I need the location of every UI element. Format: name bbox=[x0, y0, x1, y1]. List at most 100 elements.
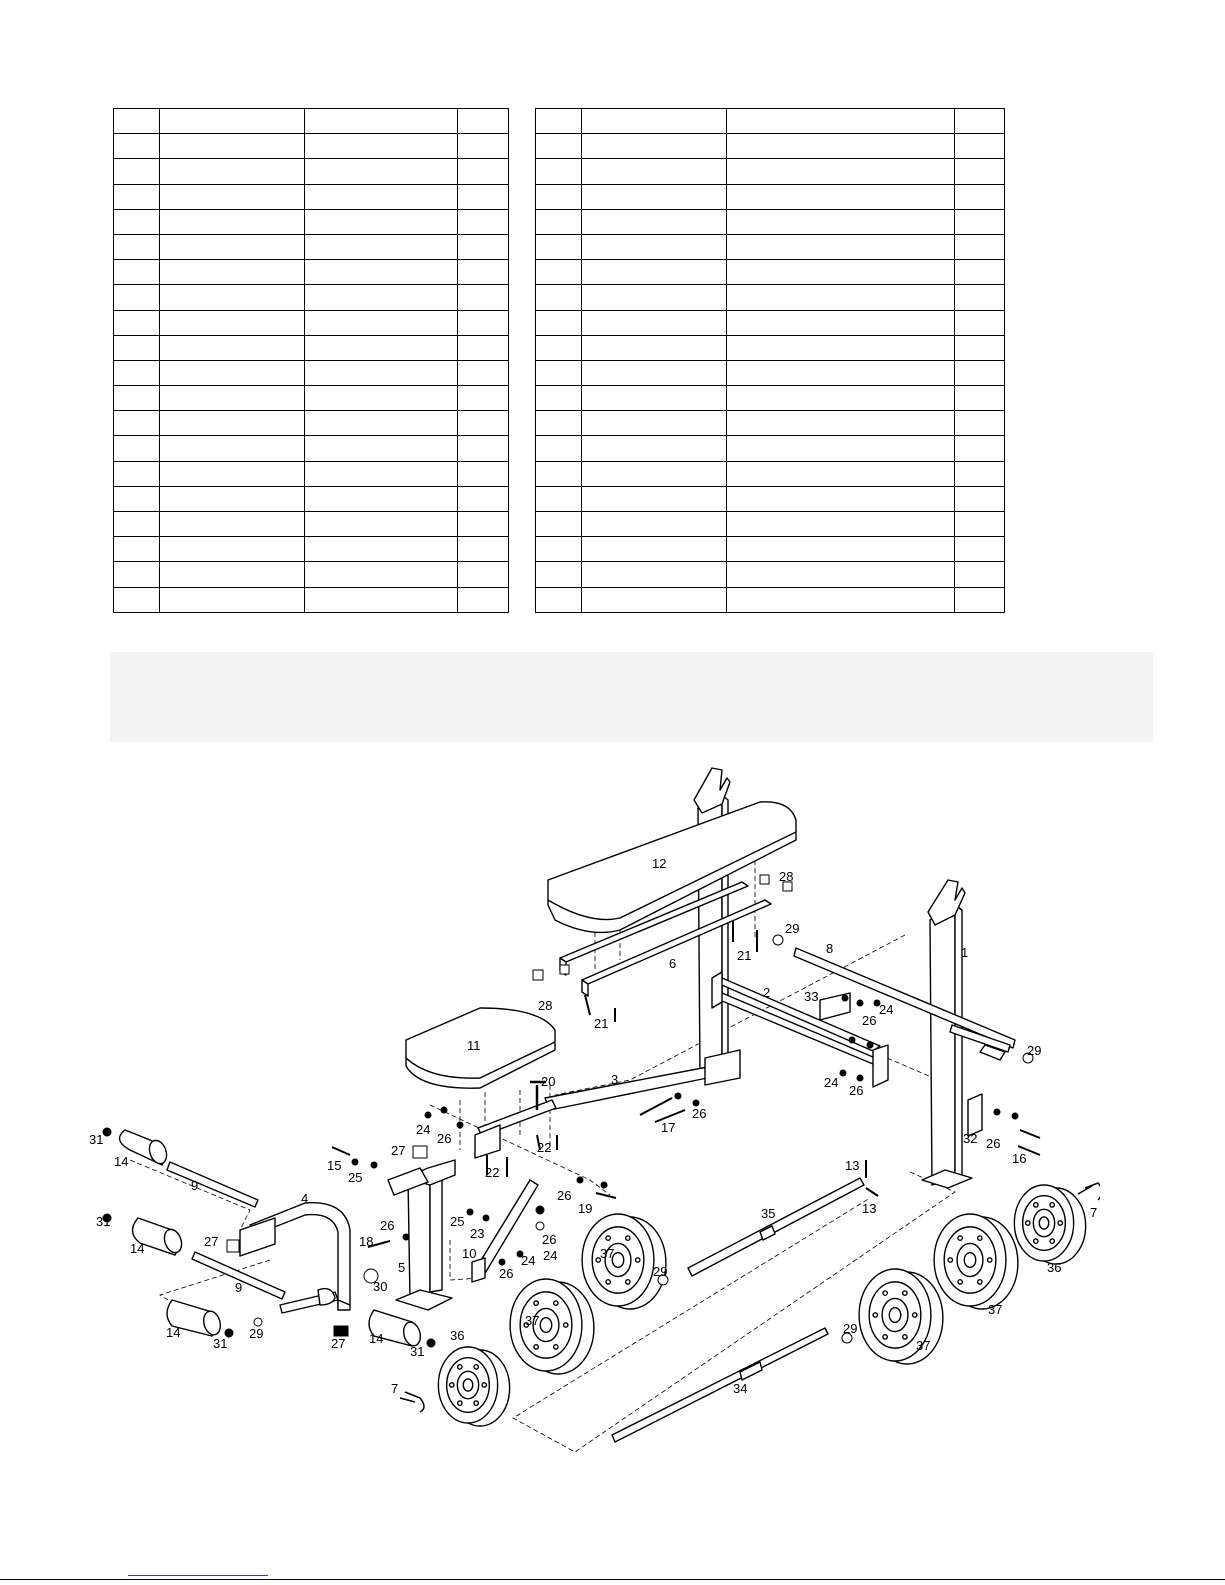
table-cell bbox=[726, 158, 955, 185]
callout-23: 23 bbox=[470, 1226, 484, 1241]
table-cell bbox=[457, 334, 509, 361]
table-cell bbox=[113, 385, 160, 412]
table-cell bbox=[726, 334, 955, 361]
table-row bbox=[535, 510, 1005, 538]
footer-rule bbox=[0, 1579, 1225, 1580]
table-cell bbox=[159, 510, 305, 538]
table-cell bbox=[457, 107, 509, 135]
table-row bbox=[113, 133, 509, 160]
table-cell bbox=[113, 359, 160, 387]
table-row bbox=[113, 309, 509, 336]
small-hardware bbox=[102, 874, 1100, 1413]
callout-14: 14 bbox=[166, 1325, 180, 1340]
table-cell bbox=[113, 536, 160, 563]
table-cell bbox=[535, 158, 582, 185]
table-row bbox=[113, 334, 509, 361]
callout-13: 13 bbox=[845, 1158, 859, 1173]
table-row bbox=[535, 284, 1005, 311]
table-cell bbox=[581, 259, 727, 286]
callout-27: 27 bbox=[204, 1234, 218, 1249]
table-cell bbox=[535, 485, 582, 513]
table-cell bbox=[581, 309, 727, 336]
table-cell bbox=[159, 107, 305, 135]
table-cell bbox=[954, 183, 1005, 210]
table-cell bbox=[535, 510, 582, 538]
table-cell bbox=[304, 385, 458, 412]
table-cell bbox=[113, 284, 160, 311]
table-cell bbox=[457, 485, 509, 513]
callout-31: 31 bbox=[213, 1336, 227, 1351]
table-cell bbox=[581, 536, 727, 563]
table-row bbox=[113, 510, 509, 538]
seat-pad bbox=[405, 1007, 556, 1089]
table-cell bbox=[581, 359, 727, 387]
table-cell bbox=[304, 359, 458, 387]
weight-plate bbox=[509, 1278, 595, 1375]
table-cell bbox=[304, 208, 458, 235]
callout-32: 32 bbox=[963, 1131, 977, 1146]
table-cell bbox=[304, 107, 458, 135]
table-cell bbox=[726, 133, 955, 160]
table-row bbox=[535, 183, 1005, 210]
table-cell bbox=[159, 410, 305, 437]
weight-plate bbox=[581, 1213, 667, 1310]
table-cell bbox=[159, 208, 305, 235]
table-cell bbox=[954, 561, 1005, 588]
footer-link[interactable] bbox=[128, 1575, 268, 1576]
table-cell bbox=[457, 208, 509, 235]
table-cell bbox=[535, 183, 582, 210]
table-cell bbox=[159, 435, 305, 462]
barbell-long bbox=[611, 1327, 829, 1443]
table-cell bbox=[581, 158, 727, 185]
callout-16: 16 bbox=[1012, 1151, 1026, 1166]
table-cell bbox=[159, 259, 305, 286]
table-cell bbox=[113, 334, 160, 361]
table-cell bbox=[113, 107, 160, 135]
table-cell bbox=[457, 410, 509, 437]
callout-7: 7 bbox=[391, 1381, 398, 1396]
table-cell bbox=[726, 359, 955, 387]
weight-plate bbox=[933, 1213, 1019, 1310]
table-row bbox=[535, 385, 1005, 412]
callout-19: 19 bbox=[578, 1201, 592, 1216]
table-cell bbox=[159, 460, 305, 487]
table-cell bbox=[954, 208, 1005, 235]
table-cell bbox=[581, 410, 727, 437]
table-cell bbox=[304, 586, 458, 613]
table-row bbox=[113, 158, 509, 185]
table-cell bbox=[113, 208, 160, 235]
table-row bbox=[535, 233, 1005, 261]
table-cell bbox=[457, 359, 509, 387]
table-cell bbox=[726, 435, 955, 462]
table-row bbox=[535, 410, 1005, 437]
table-cell bbox=[535, 410, 582, 437]
callout-20: 20 bbox=[541, 1074, 555, 1089]
callout-29: 29 bbox=[249, 1326, 263, 1341]
callout-1: 1 bbox=[961, 945, 968, 960]
table-cell bbox=[457, 510, 509, 538]
callout-22: 22 bbox=[485, 1165, 499, 1180]
table-cell bbox=[113, 460, 160, 487]
table-cell bbox=[113, 183, 160, 210]
table-cell bbox=[535, 385, 582, 412]
table-cell bbox=[304, 536, 458, 563]
callout-29: 29 bbox=[843, 1321, 857, 1336]
callout-26: 26 bbox=[499, 1266, 513, 1281]
weight-plate bbox=[437, 1346, 511, 1427]
table-cell bbox=[954, 385, 1005, 412]
table-cell bbox=[726, 586, 955, 613]
callout-26: 26 bbox=[692, 1106, 706, 1121]
table-cell bbox=[726, 208, 955, 235]
table-row bbox=[535, 107, 1005, 135]
callout-25: 25 bbox=[348, 1170, 362, 1185]
table-cell bbox=[457, 586, 509, 613]
table-cell bbox=[726, 460, 955, 487]
table-cell bbox=[535, 435, 582, 462]
table-cell bbox=[113, 309, 160, 336]
callout-34: 34 bbox=[733, 1381, 747, 1396]
table-cell bbox=[304, 334, 458, 361]
table-row bbox=[535, 561, 1005, 588]
table-cell bbox=[726, 259, 955, 286]
callout-27: 27 bbox=[391, 1143, 405, 1158]
callout-27: 27 bbox=[331, 1336, 345, 1351]
